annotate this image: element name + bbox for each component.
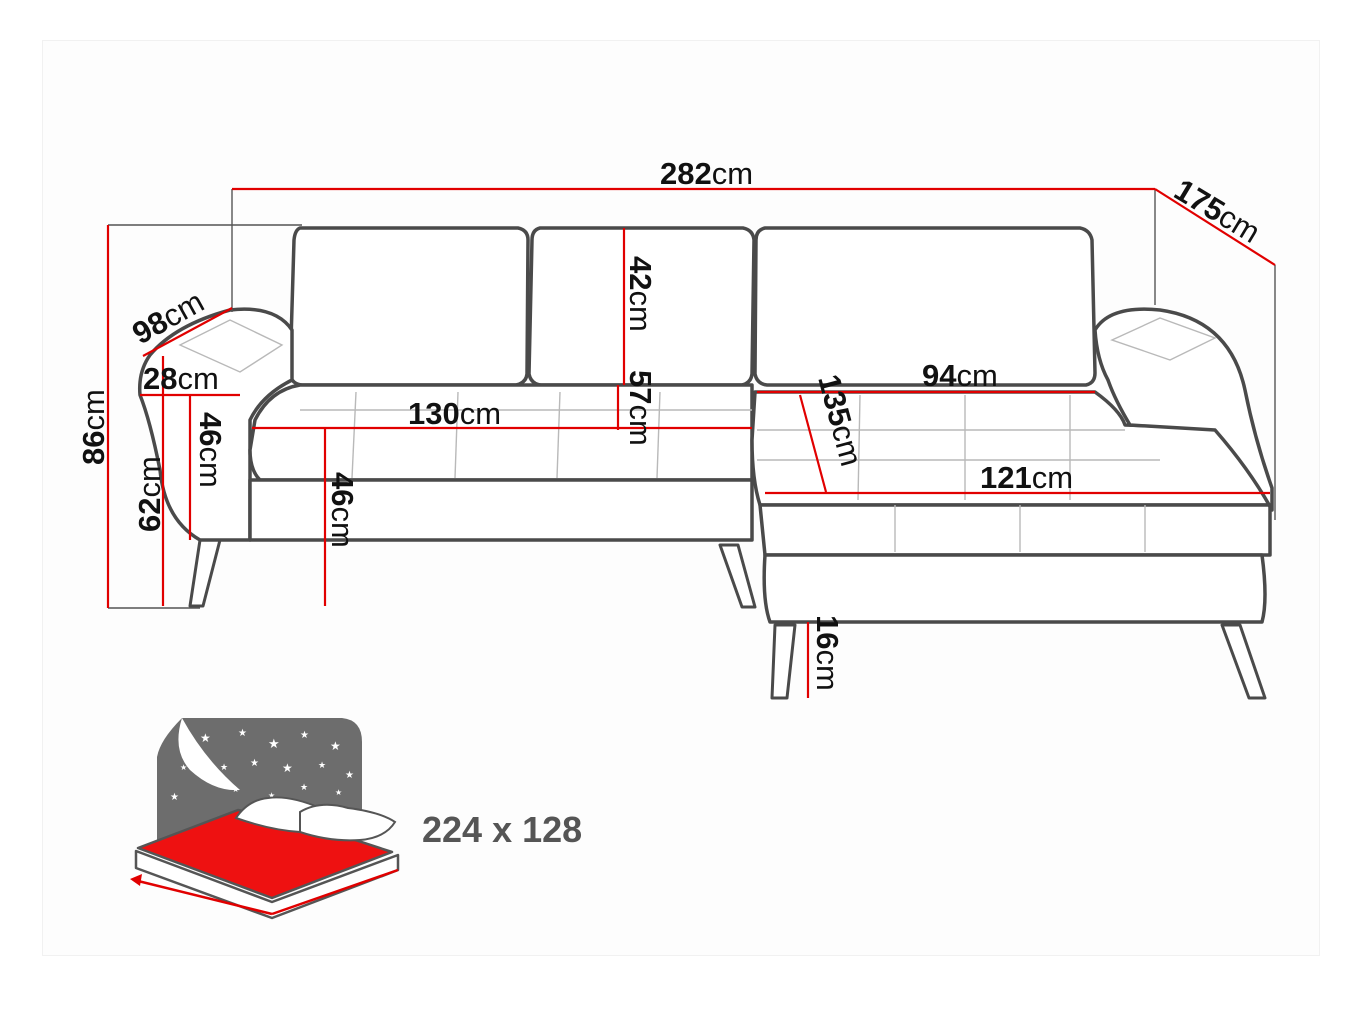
- label-57: 57cm: [623, 370, 658, 446]
- bed-function-icon: ★ ★ ★ ★ ★ ★ ★ ★ ★ ★ ★ ★ ★ ★ ★ ★: [130, 718, 400, 920]
- dim-line-175: [1154, 188, 1276, 266]
- armrest-right: [1093, 307, 1274, 512]
- label-94: 94cm: [922, 358, 998, 393]
- pillow-right: [299, 803, 397, 842]
- svg-text:★: ★: [268, 736, 280, 751]
- leg-chaise-back: [1220, 623, 1267, 700]
- label-282: 282cm: [660, 156, 753, 191]
- label-28: 28cm: [143, 361, 219, 396]
- svg-text:★: ★: [282, 761, 293, 775]
- label-175: 175cm: [1168, 172, 1266, 250]
- back-cushion-left: [288, 226, 530, 387]
- leg-left-front: [188, 538, 222, 608]
- back-cushion-right: [753, 226, 1097, 387]
- chaise-base: [762, 553, 1267, 624]
- label-16: 16cm: [810, 615, 845, 691]
- seat-tufting-chaise: [757, 394, 1160, 552]
- svg-text:★: ★: [250, 758, 259, 769]
- svg-text:★: ★: [170, 792, 179, 803]
- svg-text:★: ★: [300, 730, 309, 741]
- svg-text:★: ★: [238, 728, 247, 739]
- label-130: 130cm: [408, 396, 501, 431]
- leg-left-back: [718, 543, 757, 609]
- label-62: 62cm: [132, 456, 167, 532]
- svg-text:★: ★: [232, 785, 239, 794]
- svg-text:★: ★: [268, 791, 275, 800]
- width-arrow: [133, 878, 273, 916]
- seat-base-main: [248, 478, 754, 542]
- label-121: 121cm: [980, 460, 1073, 495]
- svg-text:★: ★: [335, 788, 342, 797]
- chaise-front: [758, 503, 1272, 557]
- star-icons: ★ ★ ★ ★ ★ ★ ★ ★ ★ ★ ★ ★ ★ ★ ★ ★: [170, 728, 354, 803]
- label-46-front: 46cm: [325, 472, 360, 548]
- dimension-labels: 282cm 175cm 86cm 98cm 28cm 62cm 46cm 42c…: [76, 156, 1266, 691]
- dim-line-135: [798, 394, 828, 493]
- dim-line-98: [142, 307, 233, 357]
- sofa-outline: [137, 226, 1274, 700]
- length-arrow: [271, 868, 399, 916]
- label-86: 86cm: [76, 389, 111, 465]
- sleeping-area-label: 224 x 128: [422, 809, 582, 850]
- label-42: 42cm: [623, 256, 658, 332]
- svg-text:★: ★: [300, 782, 308, 792]
- label-46-arm: 46cm: [193, 412, 228, 488]
- svg-text:★: ★: [318, 760, 326, 770]
- leg-chaise-front: [770, 623, 797, 700]
- moon-icon: [178, 718, 240, 791]
- svg-text:★: ★: [200, 731, 211, 745]
- svg-text:★: ★: [220, 762, 228, 772]
- svg-text:★: ★: [330, 739, 341, 753]
- dimension-lines: [106, 187, 1276, 698]
- svg-text:★: ★: [180, 763, 187, 772]
- svg-text:★: ★: [345, 770, 354, 781]
